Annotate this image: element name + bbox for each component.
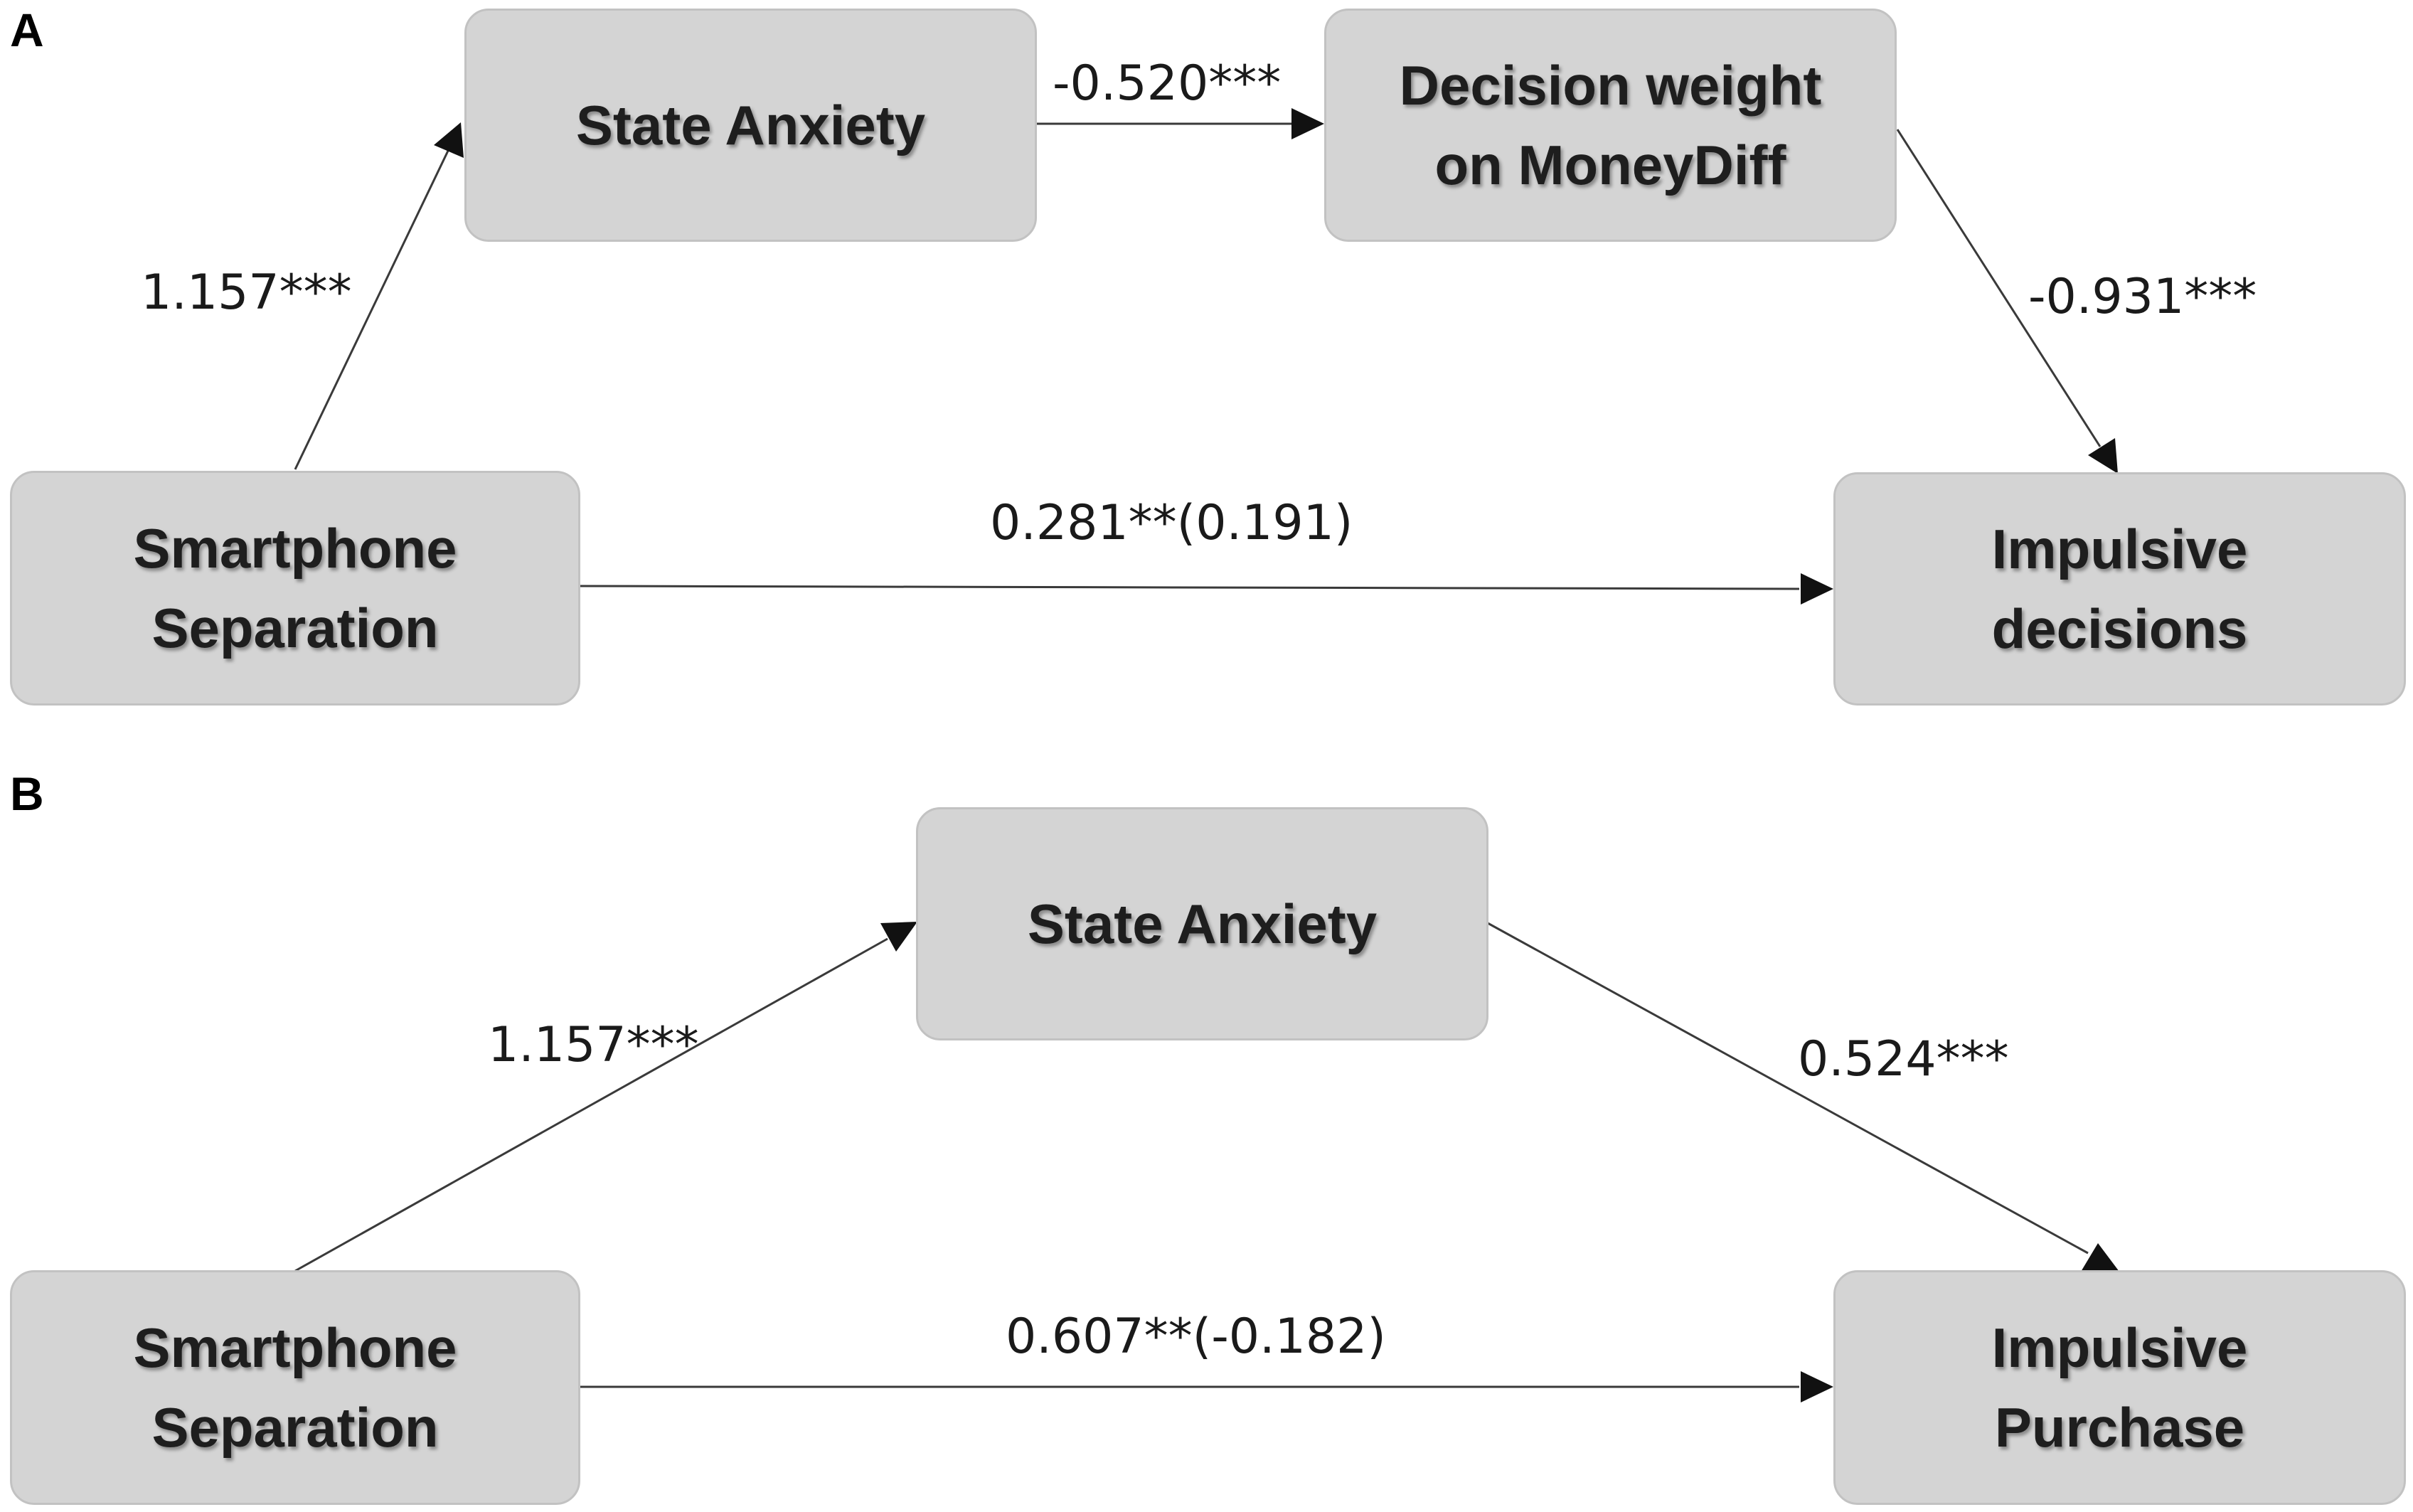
node-label: Decision weight on MoneyDiff — [1399, 54, 1822, 196]
arrowhead-a-direct — [1801, 573, 1833, 605]
node-label: Smartphone Separation — [133, 517, 457, 659]
arrow-a-direct — [579, 585, 1800, 590]
node-label: Impulsive decisions — [1991, 518, 2248, 660]
panel-b-coef-anxiety-to-outcome: 0.524*** — [1798, 1031, 2009, 1087]
node-label: Impulsive Purchase — [1991, 1316, 2248, 1459]
node-label: State Anxiety — [575, 94, 926, 156]
node-label: Smartphone Separation — [133, 1316, 457, 1459]
node-label: State Anxiety — [1027, 893, 1378, 955]
arrow-b-separation-to-anxiety — [294, 937, 888, 1272]
panel-b-coef-direct: 0.607**(-0.182) — [1006, 1309, 1386, 1365]
panel-a-coef-anxiety-to-weight: -0.520*** — [1053, 55, 1282, 112]
arrowhead-a-weight-to-outcome — [2088, 438, 2118, 474]
panel-a-coef-direct: 0.281**(0.191) — [990, 495, 1353, 551]
panel-b-node-state-anxiety: State Anxiety — [916, 807, 1488, 1040]
arrow-b-anxiety-to-outcome — [1487, 922, 2089, 1255]
panel-b-node-impulsive-purchase: Impulsive Purchase — [1833, 1270, 2406, 1505]
arrow-a-weight-to-outcome — [1896, 129, 2102, 447]
panel-a-node-impulsive-decisions: Impulsive decisions — [1833, 472, 2406, 706]
panel-a-coef-weight-to-outcome: -0.931*** — [2028, 269, 2257, 325]
arrowhead-b-anxiety-to-outcome — [2081, 1243, 2119, 1272]
panel-a-coef-separation-to-anxiety: 1.157*** — [141, 265, 352, 321]
panel-a-node-smartphone-separation: Smartphone Separation — [10, 471, 580, 706]
arrowhead-a-separation-to-anxiety — [434, 122, 464, 158]
panel-a-label: A — [10, 4, 44, 56]
panel-a-node-decision-weight: Decision weight on MoneyDiff — [1324, 9, 1897, 242]
arrow-a-separation-to-anxiety — [294, 150, 449, 470]
panel-b-node-smartphone-separation: Smartphone Separation — [10, 1270, 580, 1505]
arrowhead-b-separation-to-anxiety — [880, 922, 917, 952]
panel-b-coef-separation-to-anxiety: 1.157*** — [488, 1017, 699, 1073]
arrowhead-b-direct — [1801, 1371, 1833, 1402]
panel-b-label: B — [10, 767, 44, 820]
panel-a-node-state-anxiety: State Anxiety — [464, 9, 1037, 242]
arrowhead-a-anxiety-to-weight — [1291, 108, 1324, 139]
